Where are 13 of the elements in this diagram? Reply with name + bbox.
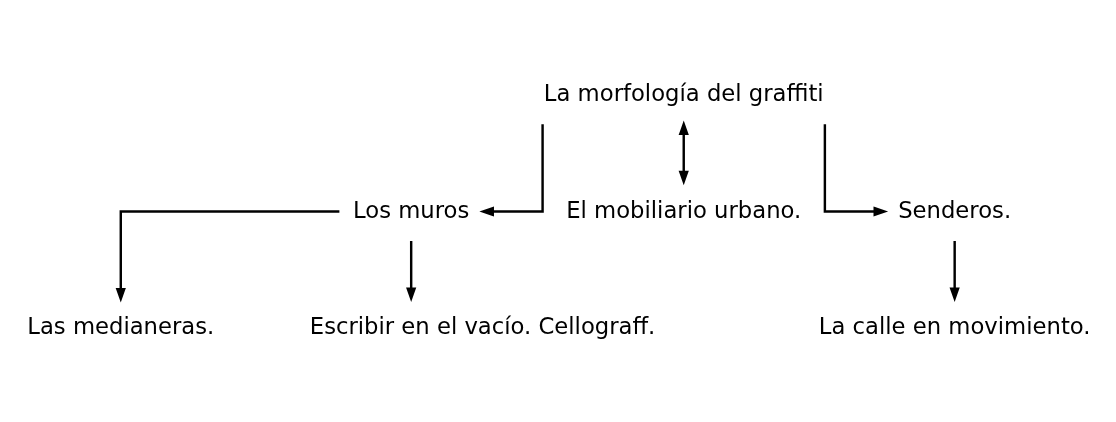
node-text: El mobiliario urbano. <box>566 196 802 222</box>
node-text: La calle en movimiento. <box>818 312 1091 339</box>
arrow <box>949 240 960 302</box>
arrow <box>823 123 889 217</box>
arrow <box>406 240 417 302</box>
node-text: Los muros <box>353 196 470 222</box>
node-text: Senderos. <box>898 196 1012 222</box>
node-text: La morfología del graffiti <box>543 79 824 106</box>
arrow <box>479 123 544 217</box>
node-text: Escribir en el vacío. Cellograff. <box>309 312 656 339</box>
node-text: Las medianeras. <box>27 312 215 339</box>
arrow <box>115 209 340 302</box>
arrow <box>678 120 689 185</box>
